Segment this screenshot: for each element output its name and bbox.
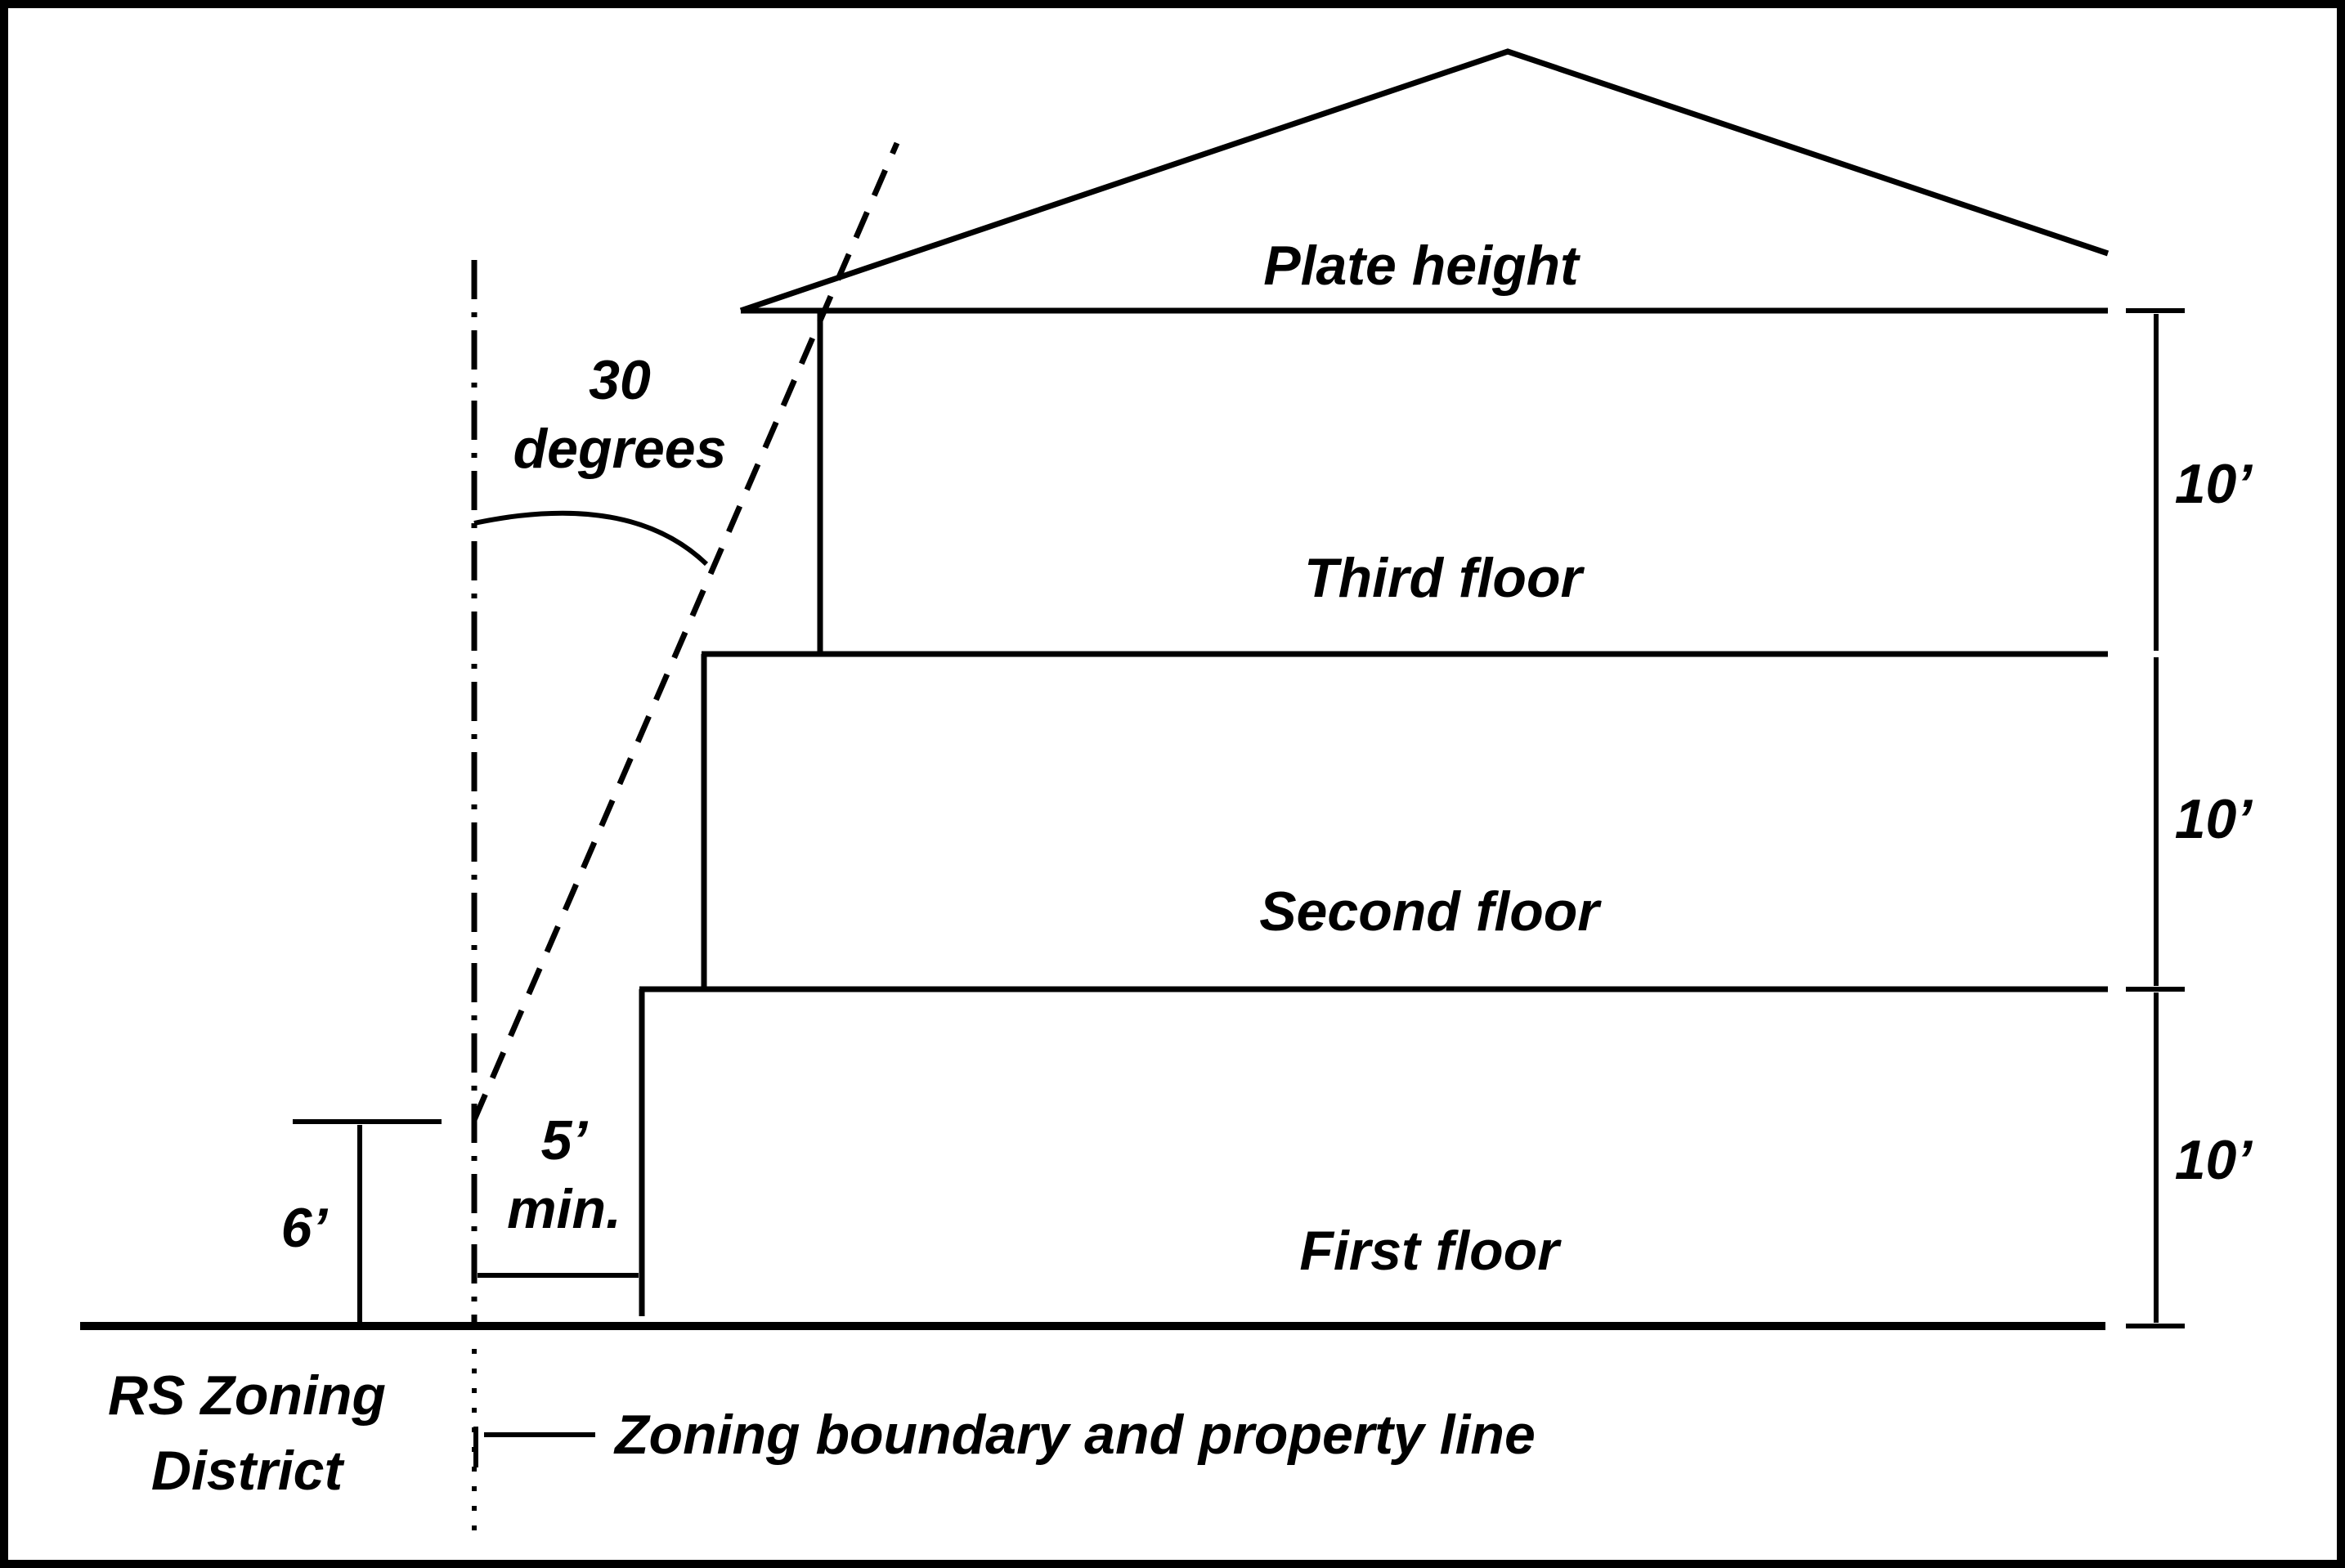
third-floor-height-label: 10’	[2175, 453, 2253, 515]
angle-value-label: 30	[589, 349, 651, 411]
setback-value-label: 5’	[541, 1109, 589, 1172]
roof-line	[739, 48, 2110, 314]
second-floor-label: Second floor	[1259, 880, 1602, 943]
base-height-label: 6’	[281, 1197, 329, 1259]
district-label-line1: RS Zoning	[108, 1364, 386, 1427]
district-label-line2: District	[151, 1440, 345, 1502]
first-floor-label: First floor	[1299, 1220, 1562, 1282]
angle-arc	[473, 510, 709, 567]
second-floor-height-label: 10’	[2175, 788, 2253, 850]
setback-qualifier-label: min.	[507, 1178, 621, 1240]
boundary-label: Zoning boundary and property line	[613, 1404, 1536, 1466]
angle-unit-label: degrees	[513, 418, 727, 480]
first-floor-height-label: 10’	[2175, 1129, 2253, 1191]
thirty-degree-plane	[471, 141, 900, 1122]
third-floor-label: Third floor	[1304, 547, 1585, 609]
plate-height-label: Plate height	[1263, 235, 1581, 297]
